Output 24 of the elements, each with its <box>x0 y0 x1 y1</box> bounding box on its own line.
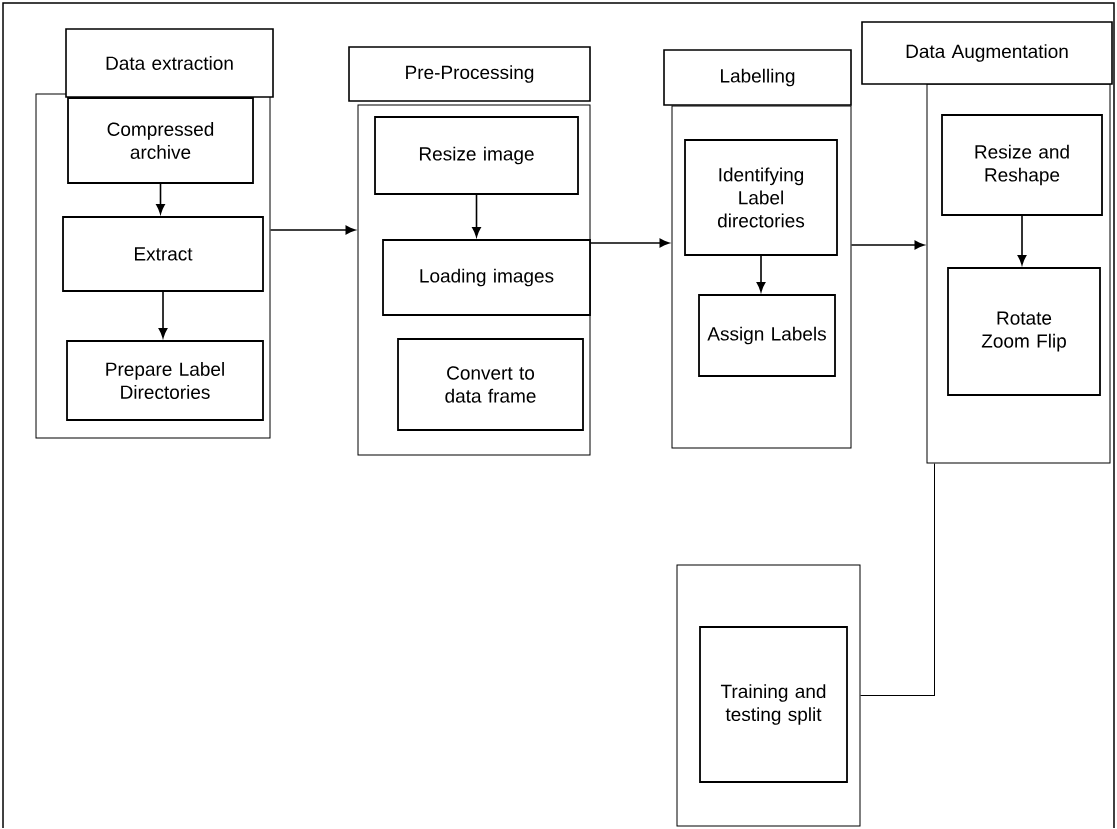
arrow <box>850 240 925 250</box>
stage-header: Data Augmentation <box>861 21 1113 85</box>
stage-header: Pre-Processing <box>348 46 591 102</box>
process-box: Training and testing split <box>699 626 848 783</box>
arrow <box>269 225 356 235</box>
stage-header: Data extraction <box>65 28 274 98</box>
process-box: Rotate Zoom Flip <box>947 267 1101 396</box>
process-box: Identifying Label directories <box>684 139 838 256</box>
process-box: Resize and Reshape <box>941 114 1103 216</box>
process-box: Resize image <box>374 116 579 195</box>
process-box: Loading images <box>382 239 591 316</box>
stage-header: Labelling <box>663 49 852 106</box>
process-box: Prepare Label Directories <box>66 340 264 421</box>
arrow <box>756 255 766 292</box>
connector-line <box>860 463 935 696</box>
arrow <box>158 291 168 338</box>
arrow <box>589 238 670 248</box>
process-box: Convert to data frame <box>397 338 584 431</box>
process-box: Extract <box>62 216 264 292</box>
process-box: Compressed archive <box>67 97 254 184</box>
process-box: Assign Labels <box>698 294 836 377</box>
arrow <box>472 194 481 237</box>
arrow <box>156 183 165 214</box>
arrow <box>1017 215 1027 265</box>
